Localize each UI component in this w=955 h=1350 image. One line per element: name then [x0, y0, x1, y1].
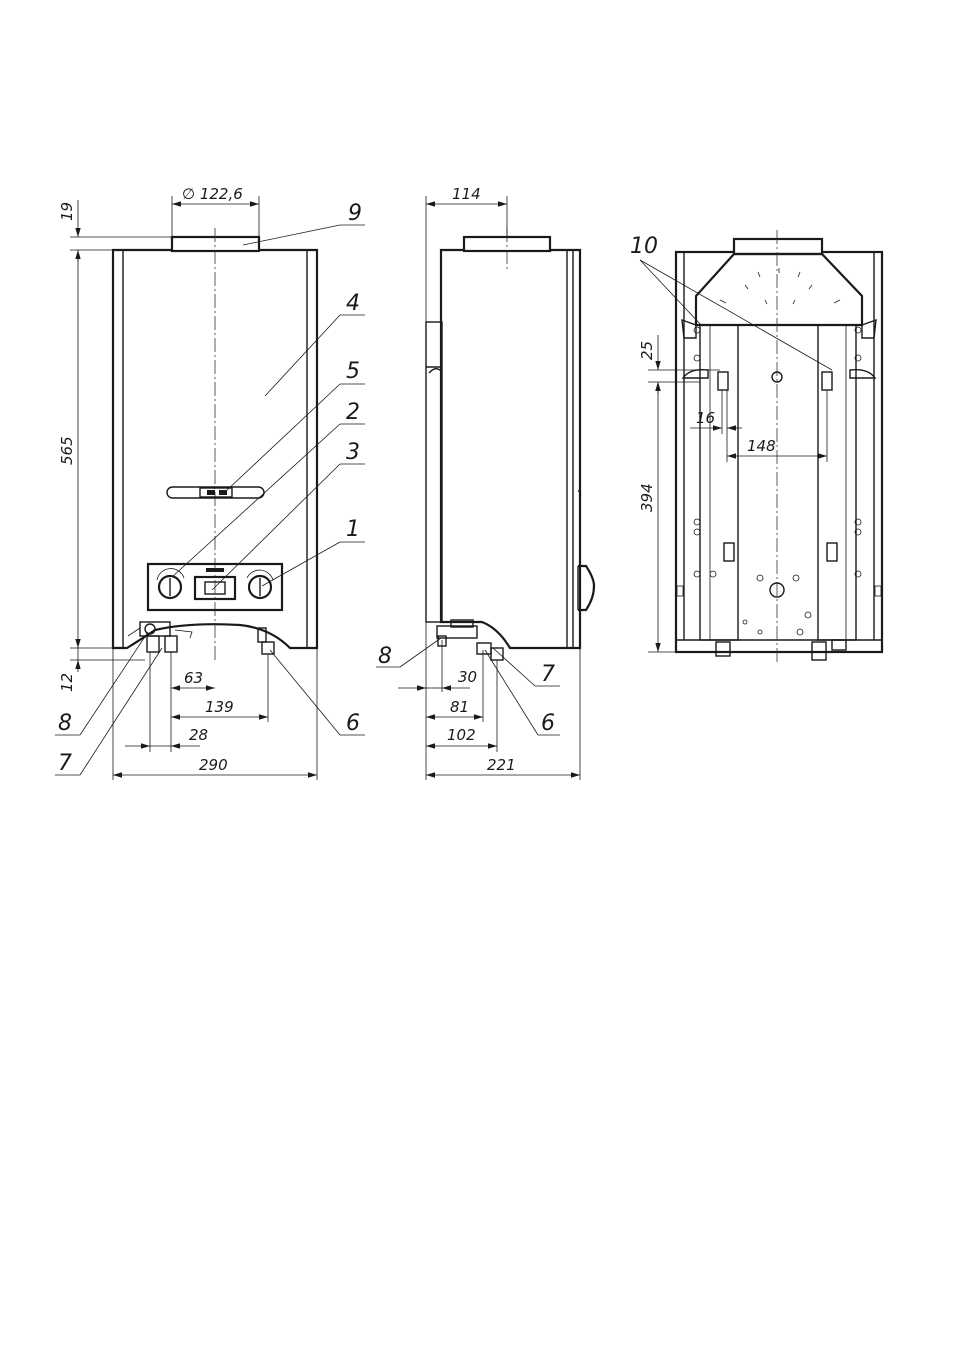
side-callout-7: 7 [541, 662, 555, 687]
rear-callout-10: 10 [630, 234, 658, 259]
dim-114: 114 [452, 185, 481, 203]
callout-6: 6 [346, 711, 360, 736]
dim-flue-diameter: ∅ 122,6 [182, 185, 243, 203]
rear-hook-left [718, 372, 728, 390]
side-fittings [437, 620, 503, 660]
side-view: 114 30 81 102 221 8 7 6 [376, 185, 594, 780]
dim-bottom-offset: 12 [58, 673, 76, 692]
dim-81: 81 [450, 698, 469, 716]
dim-148: 148 [747, 437, 776, 455]
dim-30: 30 [458, 668, 477, 686]
dim-25: 25 [638, 341, 656, 360]
rear-flue [734, 239, 822, 254]
callout-8: 8 [58, 711, 72, 736]
dim-394: 394 [638, 483, 656, 512]
dim-body-height: 565 [58, 436, 76, 465]
callout-4: 4 [346, 291, 360, 316]
callout-5: 5 [346, 359, 360, 384]
dim-63: 63 [184, 669, 203, 687]
dim-flue-height: 19 [58, 202, 76, 221]
rear-hook-right [822, 372, 832, 390]
callout-7: 7 [58, 751, 72, 776]
rear-frame [676, 252, 882, 652]
callout-1: 1 [346, 517, 360, 542]
dim-139: 139 [205, 698, 234, 716]
dim-102: 102 [447, 726, 476, 744]
side-callout-6: 6 [541, 711, 555, 736]
side-body-outline [441, 250, 580, 648]
front-view: ∅ 122,6 19 565 12 63 139 28 [55, 185, 365, 780]
dim-16: 16 [696, 409, 715, 427]
rear-hood [696, 254, 862, 325]
callout-3: 3 [346, 440, 360, 465]
callout-2: 2 [346, 400, 360, 425]
dim-width-290: 290 [199, 756, 228, 774]
callout-9: 9 [348, 201, 362, 226]
dim-28: 28 [189, 726, 208, 744]
rear-view: 10 25 394 16 148 [630, 230, 882, 662]
water-fitting-front [258, 628, 274, 654]
side-callout-8: 8 [378, 644, 392, 669]
dim-221: 221 [487, 756, 516, 774]
